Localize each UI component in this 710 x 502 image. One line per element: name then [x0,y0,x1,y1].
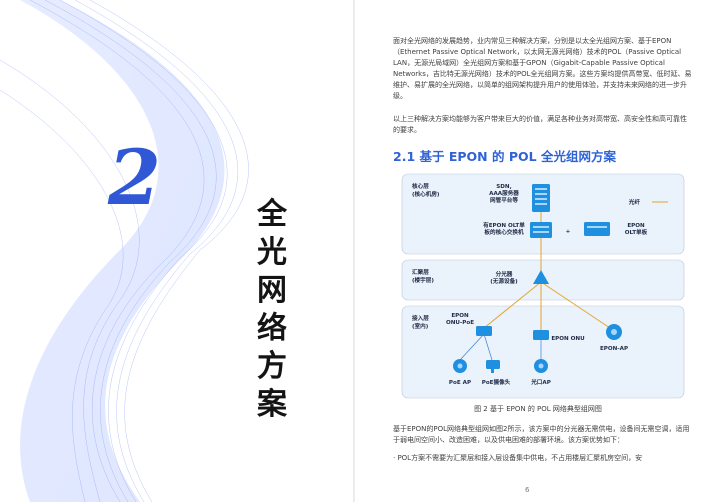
core-switch-icon [530,222,552,238]
core-layer-sublabel: (核心机房) [412,190,440,198]
onu-label: EPON ONU [551,336,585,342]
fiber-ap-label: 光口AP [530,378,551,386]
onu-poe-label-2: ONU-PoE [446,320,474,326]
bullet-text: POL方案不需要为汇聚层和接入层设备集中供电，不占用楼层汇聚机房空间，安 [397,454,643,462]
advantages-paragraph: 基于EPON的POL网络典型组网如图2所示，该方案中的分光器无需供电，设备间无需… [393,425,690,444]
fiber-ap-icon [534,359,548,373]
onu-icon [533,330,549,340]
poe-camera-label: PoE摄像头 [482,378,511,386]
server-label-2: AAA服务器 [489,189,519,197]
access-layer-label: 接入层 [412,314,429,322]
fiber-links [483,201,668,332]
olt-board-label-2: OLT单板 [625,228,648,236]
core-switch-label-1: 有EPON OLT单 [483,221,525,229]
aggregation-layer-label: 汇聚层 [412,268,429,276]
core-switch-label-2: 板的核心交换机 [484,228,524,236]
network-diagram-canvas: 核心层 (核心机房) 汇聚层 (楼宇层) 接入层 (室内) [401,173,685,399]
onu-ap-label: EPON-AP [600,346,628,352]
fiber-legend-label: 光纤 [628,198,641,206]
network-diagram: 核心层 (核心机房) 汇聚层 (楼宇层) 接入层 (室内) [400,172,686,400]
bullet-marker: · [393,454,398,462]
server-icon [532,184,550,212]
chapter-title: 全光网络方案 [257,197,287,422]
intro-paragraph: 面对全光网络的发展趋势，业内常见三种解决方案，分别是以太全光组网方案、基于EPO… [393,37,692,100]
aggregation-layer-sublabel: (楼宇层) [412,276,434,284]
poe-ap-icon [453,359,467,373]
plus-sign: + [566,229,571,235]
copper-links [459,333,542,362]
splitter-label-1: 分光器 [496,270,513,278]
olt-board-label-1: EPON [627,223,645,229]
chapter-number: 2 [108,133,161,222]
poe-camera-icon [486,360,500,373]
poe-ap-label: PoE AP [449,380,471,386]
olt-board-icon [584,222,610,236]
page-number: 6 [525,486,530,494]
decorative-ribbon [0,0,249,502]
section-heading: 2.1 基于 EPON 的 POL 全光组网方案 [393,149,616,164]
value-paragraph: 以上三种解决方案均能够为客户带来巨大的价值，满足各种业务对高带宽、高安全性和高可… [393,115,687,134]
onu-poe-icon [476,326,492,336]
splitter-label-2: (无源设备) [490,277,518,285]
server-label-1: SDN, [496,184,511,190]
onu-ap-icon [606,324,622,340]
core-layer-panel [401,173,685,255]
core-layer-label: 核心层 [412,182,429,190]
server-label-3: 网管平台等 [490,196,518,204]
content-page: 面对全光网络的发展趋势，业内常见三种解决方案，分别是以太全光组网方案、基于EPO… [355,0,710,502]
figure-caption: 图 2 基于 EPON 的 POL 网络典型组网图 [474,405,602,413]
onu-poe-label-1: EPON [451,313,469,319]
access-layer-sublabel: (室内) [412,322,429,330]
chapter-cover-page: 2 全光网络方案 [0,0,287,502]
splitter-icon [533,270,549,284]
bullet-item: · POL方案不需要为汇聚层和接入层设备集中供电，不占用楼层汇聚机房空间，安 [393,453,693,464]
